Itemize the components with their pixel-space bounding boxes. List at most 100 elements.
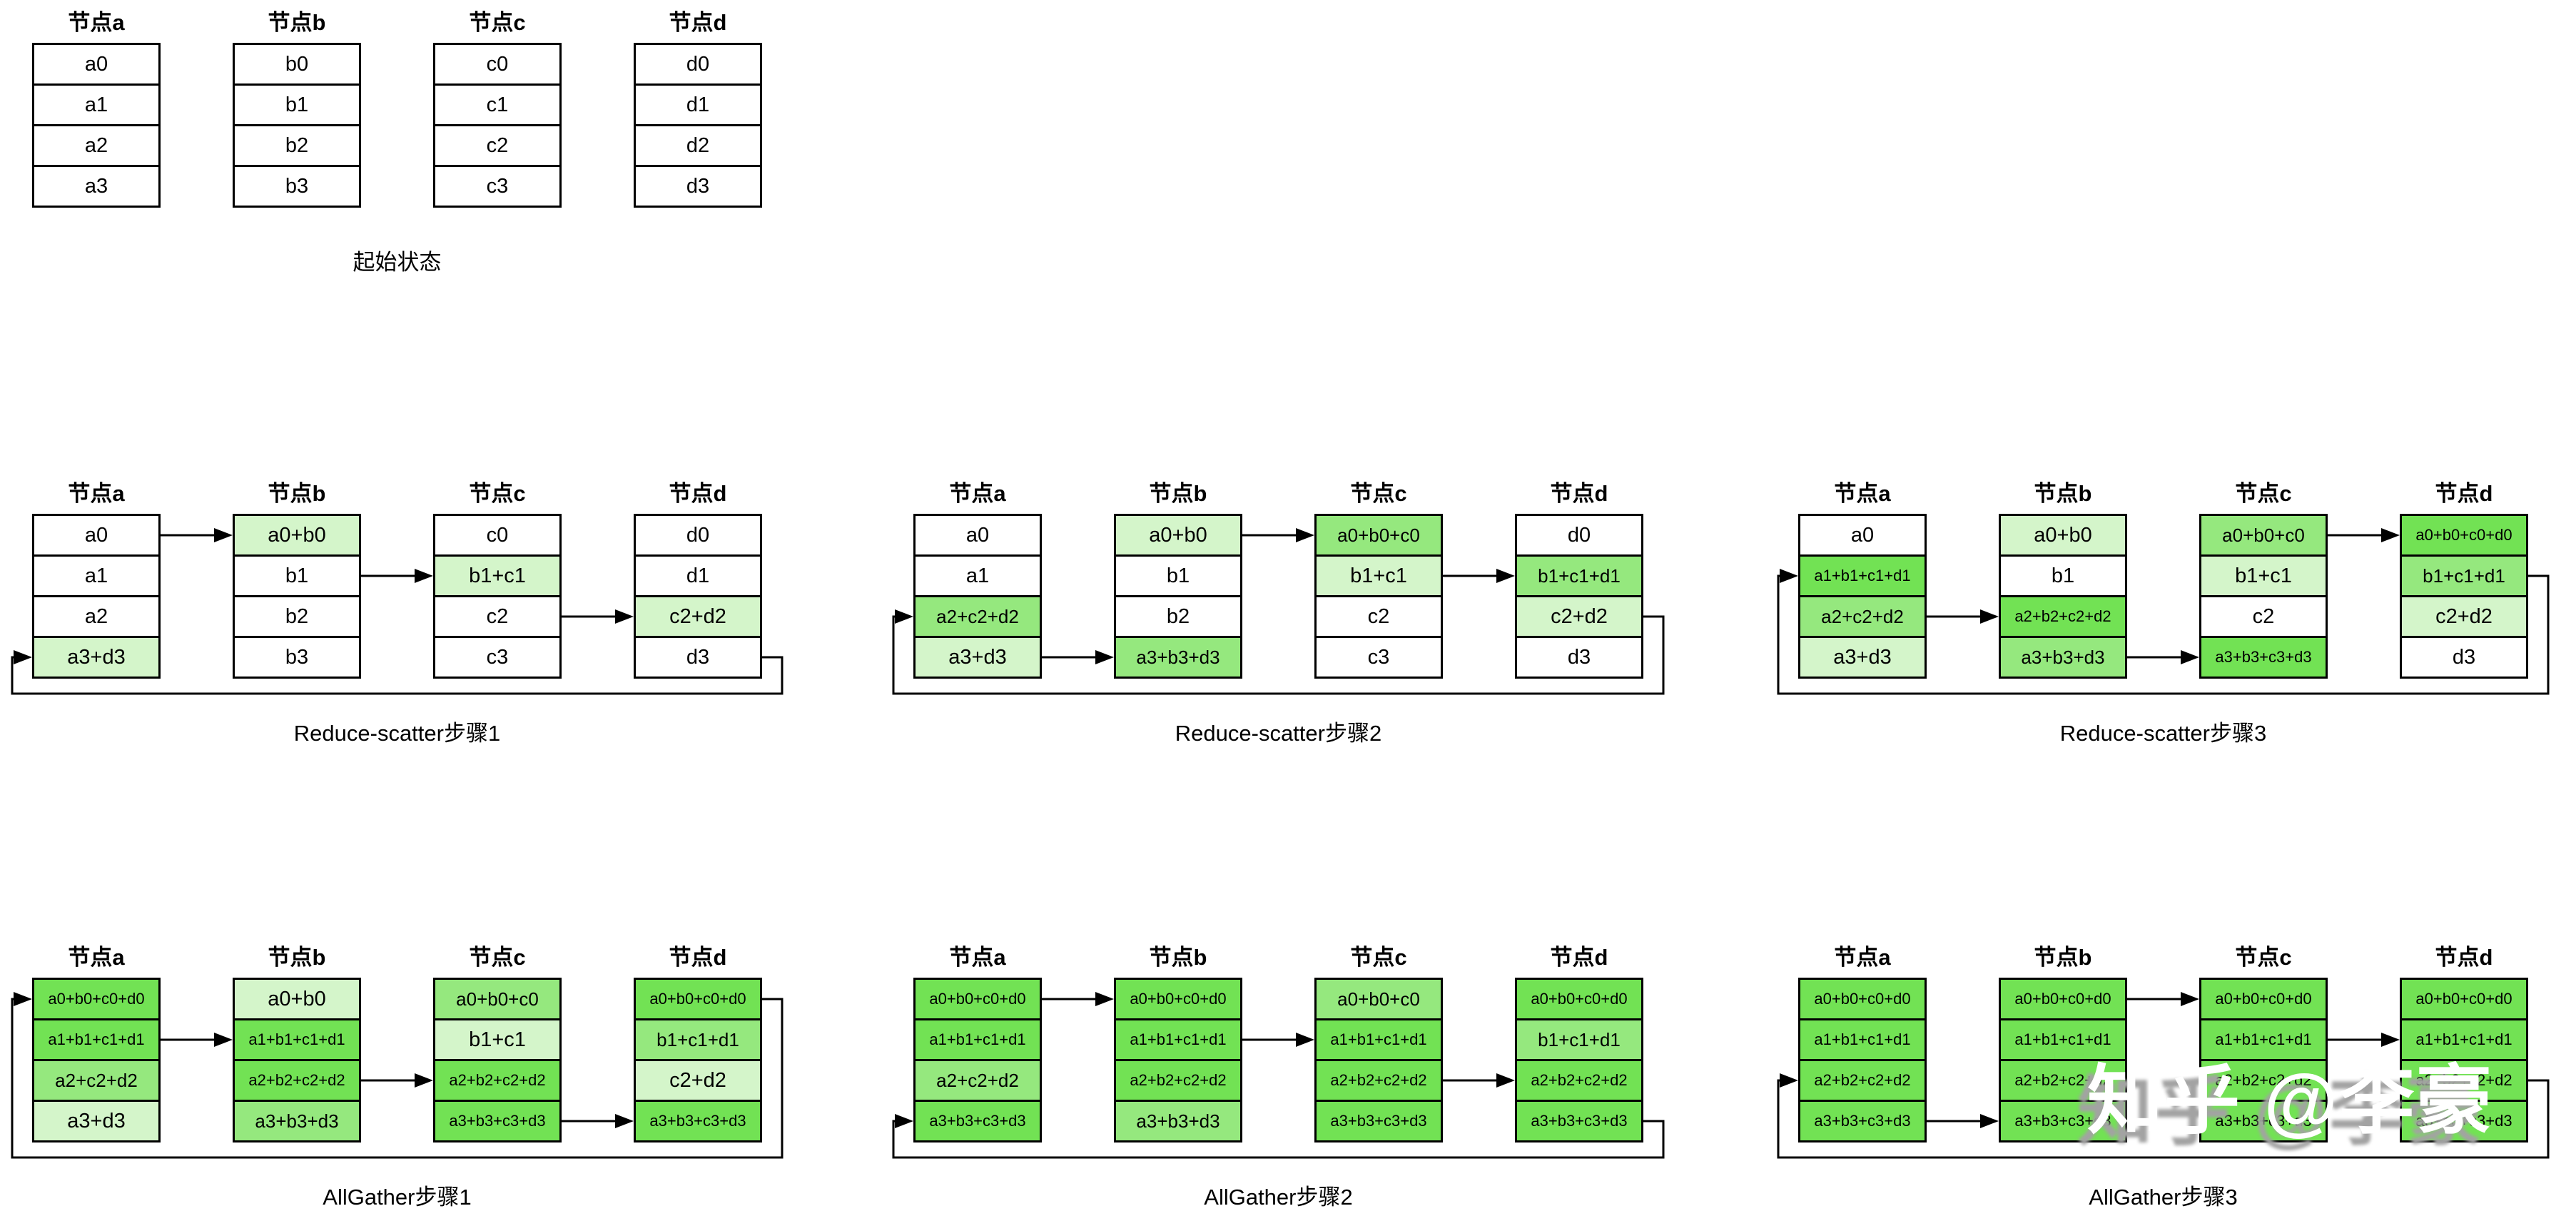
memory-cell: a3+b3+d3 [1116, 1100, 1240, 1140]
memory-cell: a2 [34, 595, 158, 636]
memory-cell: a0+b0+c0+d0 [2402, 516, 2526, 554]
memory-cell: a2+c2+d2 [916, 1059, 1040, 1100]
arrowhead [1780, 1073, 1798, 1088]
arrowhead [1980, 609, 1999, 624]
memory-cell: b1+c1+d1 [636, 1018, 760, 1059]
arrowhead [14, 650, 32, 664]
memory-cell: a2+b2+c2+d2 [1116, 1059, 1240, 1100]
arrowhead [1980, 1114, 1999, 1128]
memory-cell: b1+c1 [1317, 554, 1441, 595]
memory-cell: c2+d2 [636, 595, 760, 636]
memory-cell: a1+b1+c1+d1 [1800, 554, 1925, 595]
memory-cell: d0 [636, 45, 760, 83]
memory-cell: c2+d2 [2402, 595, 2526, 636]
arrowhead [1095, 992, 1114, 1006]
node-title: 节点d [1550, 481, 1608, 506]
memory-cell: a0+b0 [235, 980, 359, 1018]
node-title: 节点b [1149, 945, 1207, 970]
memory-cell: a0+b0+c0 [435, 980, 559, 1018]
memory-cell: c2 [2201, 595, 2326, 636]
memory-cell: c2 [435, 124, 559, 165]
node-title: 节点a [68, 481, 125, 506]
step-caption: AllGather步骤1 [323, 1185, 472, 1210]
arrowhead [214, 528, 233, 542]
memory-cell: a3+b3+c3+d3 [1517, 1100, 1641, 1140]
memory-cell: b1 [235, 83, 359, 124]
memory-cell: a3+d3 [916, 636, 1040, 677]
arrowhead [1496, 1073, 1515, 1088]
memory-cell: a3+d3 [34, 636, 158, 677]
step-caption: AllGather步骤2 [1204, 1185, 1353, 1210]
memory-cell: a1+b1+c1+d1 [34, 1018, 158, 1059]
node-title: 节点b [2034, 945, 2092, 970]
node-title: 节点c [2235, 481, 2292, 506]
memory-cell: a2+b2+c2+d2 [2402, 1059, 2526, 1100]
memory-cell: a3+b3+c3+d3 [435, 1100, 559, 1140]
memory-cell: a0 [1800, 516, 1925, 554]
memory-cell: a3 [34, 165, 158, 206]
watermark: 知乎 @李豪 [2087, 1059, 2493, 1143]
memory-cell: a0+b0 [1116, 516, 1240, 554]
step-caption: Reduce-scatter步骤2 [1175, 721, 1382, 746]
node-title: 节点b [268, 945, 326, 970]
memory-cell: d3 [2402, 636, 2526, 677]
memory-cell: d1 [636, 83, 760, 124]
memory-cell: a3+b3+c3+d3 [2201, 1100, 2326, 1140]
memory-cell: a3+b3+c3+d3 [2001, 1100, 2125, 1140]
arrowhead [895, 1114, 913, 1128]
memory-cell: a2+b2+c2+d2 [2001, 595, 2125, 636]
node-title: 节点d [2435, 481, 2493, 506]
node-title: 节点c [1350, 945, 1407, 970]
arrowhead [2381, 528, 2400, 542]
memory-cell: a1+b1+c1+d1 [916, 1018, 1040, 1059]
memory-cell: a2+c2+d2 [1800, 595, 1925, 636]
arrowhead [2181, 650, 2199, 664]
arrowhead [1296, 1033, 1314, 1047]
memory-cell: a2+c2+d2 [916, 595, 1040, 636]
memory-cell: a1+b1+c1+d1 [2001, 1018, 2125, 1059]
memory-cell: b0 [235, 45, 359, 83]
step-caption: Reduce-scatter步骤1 [293, 721, 501, 746]
memory-cell: a0+b0+c0+d0 [34, 980, 158, 1018]
memory-cell: a2+b2+c2+d2 [1800, 1059, 1925, 1100]
memory-cell: a3+d3 [34, 1100, 158, 1140]
node-title: 节点d [1550, 945, 1608, 970]
memory-cell: a3+b3+c3+d3 [2201, 636, 2326, 677]
step-caption: Reduce-scatter步骤3 [2059, 721, 2267, 746]
memory-cell: c2 [435, 595, 559, 636]
arrowhead [895, 609, 913, 624]
memory-cell: a0+b0 [2001, 516, 2125, 554]
memory-cell: a0+b0+c0 [2201, 516, 2326, 554]
memory-cell: a2+b2+c2+d2 [435, 1059, 559, 1100]
node-title: 节点a [68, 10, 125, 35]
arrowhead [214, 1033, 233, 1047]
memory-cell: c2+d2 [636, 1059, 760, 1100]
memory-cell: b1 [2001, 554, 2125, 595]
node-title: 节点b [268, 10, 326, 35]
memory-cell: a2+b2+c2+d2 [235, 1059, 359, 1100]
memory-cell: a1+b1+c1+d1 [1317, 1018, 1441, 1059]
node-title: 节点d [669, 10, 727, 35]
memory-cell: c0 [435, 516, 559, 554]
memory-cell: b1+c1+d1 [1517, 554, 1641, 595]
memory-cell: a3+b3+c3+d3 [1800, 1100, 1925, 1140]
memory-cell: a3+b3+d3 [235, 1100, 359, 1140]
arrowhead [1780, 569, 1798, 583]
